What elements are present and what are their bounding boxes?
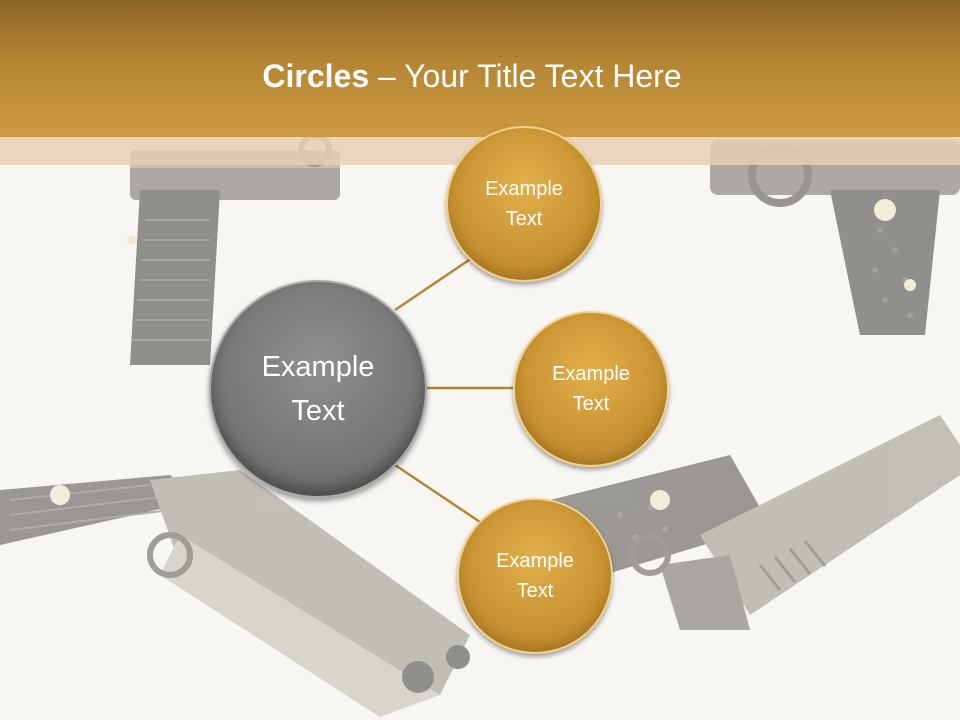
pistol-image-bottom-left bbox=[0, 470, 470, 717]
center-circle-label-line2: Text bbox=[291, 395, 345, 427]
node-label-line2: Text bbox=[516, 580, 554, 602]
node-label-line1: Example bbox=[552, 363, 630, 385]
connector-line-bottom bbox=[394, 463, 481, 524]
title-bold-part: Circles bbox=[262, 58, 370, 94]
node-circle-top[interactable]: Example Text bbox=[446, 126, 602, 282]
title-rest-part: – Your Title Text Here bbox=[369, 58, 682, 94]
node-circle-bottom[interactable]: Example Text bbox=[457, 498, 613, 654]
center-circle[interactable]: Example Text bbox=[209, 280, 427, 498]
connector-line-top bbox=[394, 256, 473, 312]
title-bar bbox=[0, 0, 960, 137]
node-label-line1: Example bbox=[485, 178, 563, 200]
node-label-line1: Example bbox=[496, 550, 574, 572]
node-label-line2: Text bbox=[572, 393, 610, 415]
node-circle-middle[interactable]: Example Text bbox=[513, 311, 669, 467]
slide-title[interactable]: Circles – Your Title Text Here bbox=[0, 52, 944, 100]
center-circle-label-line1: Example bbox=[261, 351, 375, 383]
node-label-line2: Text bbox=[505, 208, 543, 230]
